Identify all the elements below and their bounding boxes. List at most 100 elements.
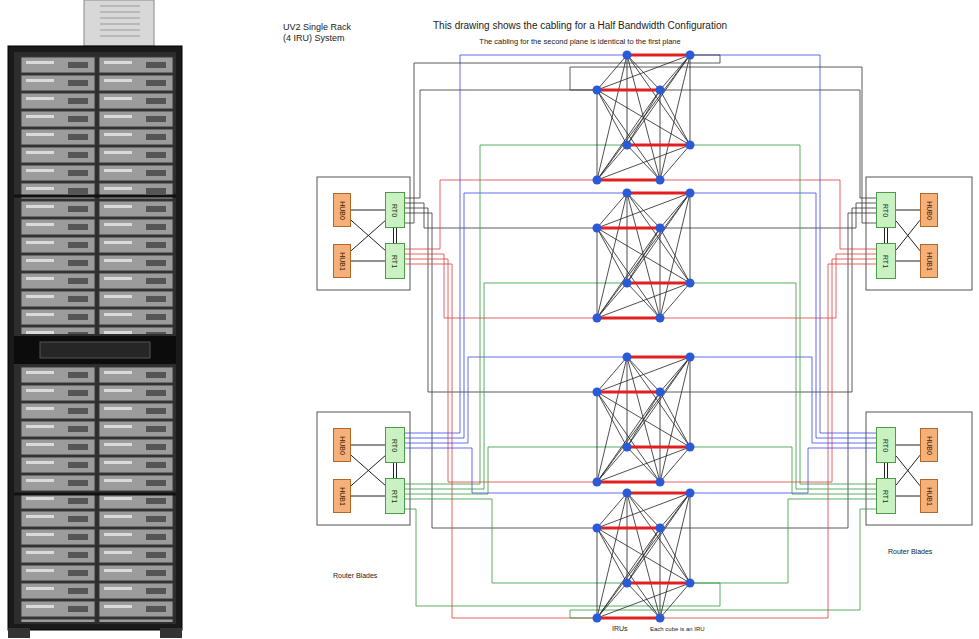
cube-edge xyxy=(597,392,660,482)
cube-edge xyxy=(627,583,660,618)
box-label: RT0 xyxy=(391,203,398,216)
cable-line xyxy=(405,357,627,443)
cable-line xyxy=(405,145,627,484)
cube-edge xyxy=(627,193,628,283)
connector-line xyxy=(896,261,920,262)
note-label: Router Blades xyxy=(333,572,377,580)
note-label: UV2 Single Rack (4 IRU) System xyxy=(283,22,357,44)
box-label: HUB0 xyxy=(926,436,933,455)
box-label: HUB1 xyxy=(339,252,346,271)
blade-link xyxy=(351,456,385,486)
cube-node xyxy=(656,176,665,185)
blade-link xyxy=(885,463,888,478)
blade-link xyxy=(394,228,397,243)
connector-line xyxy=(351,261,385,262)
cube-edge xyxy=(660,493,690,618)
cube-edge xyxy=(660,55,690,180)
connector-line xyxy=(396,228,397,243)
connector-line xyxy=(351,496,385,497)
box-label: RT1 xyxy=(391,254,398,267)
cable-line xyxy=(405,203,597,228)
connector-line xyxy=(351,445,385,446)
connector-line xyxy=(896,220,920,250)
cube-node xyxy=(593,388,602,397)
cube-node xyxy=(656,524,665,533)
cube-edge xyxy=(597,145,690,180)
cube-node xyxy=(623,353,632,362)
box-label: HUB0 xyxy=(926,201,933,220)
rack-foot xyxy=(160,628,182,638)
hub-box: HUB1 xyxy=(920,479,938,513)
cube-edge xyxy=(597,583,690,618)
cube-link xyxy=(627,582,690,585)
cube-node xyxy=(593,524,602,533)
cube-link xyxy=(597,317,660,320)
cube-edge xyxy=(627,357,660,482)
connector-line xyxy=(896,496,920,497)
blade-link xyxy=(885,228,888,243)
cube-link xyxy=(597,617,660,620)
connector-line xyxy=(884,228,885,243)
hub-box: HUB1 xyxy=(333,479,351,513)
iru-cube xyxy=(593,353,695,487)
cable-line xyxy=(690,357,876,443)
hub-box: HUB1 xyxy=(920,244,938,278)
connector-line xyxy=(393,463,394,478)
cube-edge xyxy=(597,493,690,618)
blade-link xyxy=(351,445,385,446)
cube-node xyxy=(656,314,665,323)
cube-edge xyxy=(597,493,690,528)
rack-foot xyxy=(8,628,30,638)
cube-node xyxy=(686,141,695,150)
cube-edge xyxy=(597,90,660,180)
note-label: The cabling for the second plane is iden… xyxy=(479,37,680,46)
cube-link xyxy=(597,527,660,530)
cable-line xyxy=(660,264,876,618)
cube-node xyxy=(656,388,665,397)
cube-edge xyxy=(660,392,661,482)
cable-line xyxy=(405,447,627,494)
cable-line xyxy=(405,208,597,392)
cable-line xyxy=(405,193,627,438)
cable-line xyxy=(660,208,876,392)
cube-edge xyxy=(627,357,690,447)
router-blade-frame xyxy=(866,177,972,290)
note-label: IRUs xyxy=(612,625,628,633)
iru-cube xyxy=(593,189,695,323)
cube-link xyxy=(597,89,660,92)
cube-edge xyxy=(627,493,660,618)
cube-edge xyxy=(660,583,690,618)
cube-edge xyxy=(597,357,690,392)
iru-divider xyxy=(14,493,176,496)
cable-line xyxy=(660,180,876,249)
cube-node xyxy=(686,189,695,198)
connector-line xyxy=(887,463,888,478)
box-label: RT0 xyxy=(391,438,398,451)
blade-link xyxy=(896,456,920,486)
hub-box: HUB1 xyxy=(333,244,351,278)
cube-link xyxy=(597,391,660,394)
blade-link xyxy=(351,261,385,262)
connector-line xyxy=(896,210,920,211)
cube-node xyxy=(623,579,632,588)
cube-node xyxy=(623,279,632,288)
hub-box: HUB0 xyxy=(333,428,351,462)
cube-node xyxy=(623,51,632,60)
connector-line xyxy=(351,220,385,250)
router-blade-frame xyxy=(866,412,972,525)
router-box: RT1 xyxy=(385,478,405,514)
router-box: RT0 xyxy=(876,192,896,228)
iru-divider xyxy=(14,195,176,198)
cube-link xyxy=(627,192,690,195)
cable-line xyxy=(690,283,876,489)
cable-line xyxy=(405,213,597,528)
cube-edge xyxy=(627,493,690,583)
cube-edge xyxy=(690,493,691,583)
cube-link xyxy=(627,54,690,57)
cube-edge xyxy=(660,193,690,318)
cube-node xyxy=(656,86,665,95)
cable-line xyxy=(405,283,627,489)
router-blade-frame xyxy=(317,412,410,525)
cube-edge xyxy=(660,90,661,180)
